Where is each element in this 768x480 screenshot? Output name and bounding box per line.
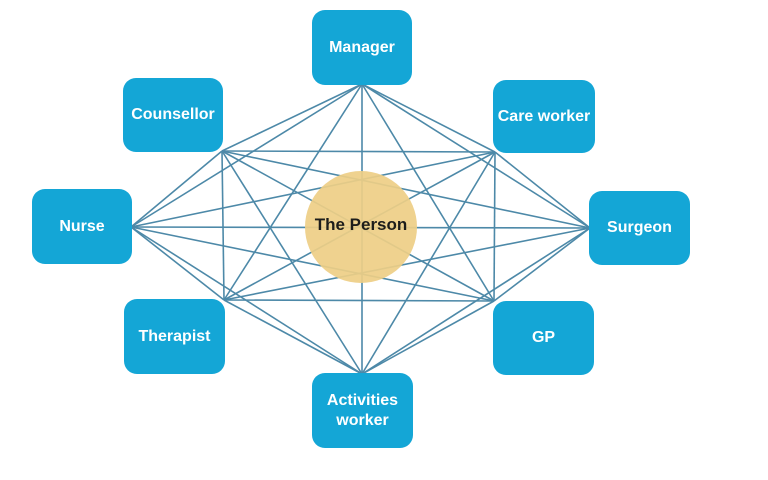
node-nurse: Nurse (32, 189, 132, 264)
node-nurse-label: Nurse (59, 217, 105, 235)
connection-line (130, 151, 496, 228)
connection-line (221, 150, 591, 229)
connection-line (221, 150, 496, 153)
node-counsellor: Counsellor (123, 78, 223, 152)
connection-line (130, 226, 495, 302)
connection-line (221, 83, 363, 152)
node-counsellor-label: Counsellor (131, 106, 215, 123)
node-surgeon: Surgeon (589, 191, 690, 265)
connection-line (361, 83, 496, 153)
connection-line (221, 150, 225, 301)
connection-line (223, 83, 363, 301)
connection-lines (130, 83, 591, 375)
node-activities-worker-label: Activities worker (326, 391, 399, 429)
node-care-worker: Care worker (493, 80, 595, 153)
connection-line (223, 227, 591, 301)
connection-line (494, 151, 591, 229)
connection-line (223, 299, 363, 375)
node-manager: Manager (312, 10, 412, 85)
center-circle (305, 171, 417, 283)
node-manager-label: Manager (329, 38, 395, 56)
connection-line (361, 83, 495, 302)
connection-line (361, 151, 496, 375)
node-activities-worker: Activities worker (312, 373, 413, 448)
node-therapist: Therapist (124, 299, 225, 374)
connection-line (130, 226, 363, 375)
connection-line (130, 226, 225, 301)
connection-line (221, 150, 363, 375)
connection-line (223, 299, 495, 302)
node-gp: GP (493, 301, 594, 375)
connection-line (493, 151, 496, 302)
connection-line (361, 300, 495, 375)
center-label: The Person (314, 215, 408, 234)
connection-line (493, 227, 591, 302)
node-surgeon-label: Surgeon (607, 219, 672, 236)
node-care-worker-label: Care worker (497, 107, 591, 125)
node-therapist-label: Therapist (138, 327, 211, 345)
node-gp-label: GP (531, 329, 556, 346)
connection-line (130, 150, 223, 228)
